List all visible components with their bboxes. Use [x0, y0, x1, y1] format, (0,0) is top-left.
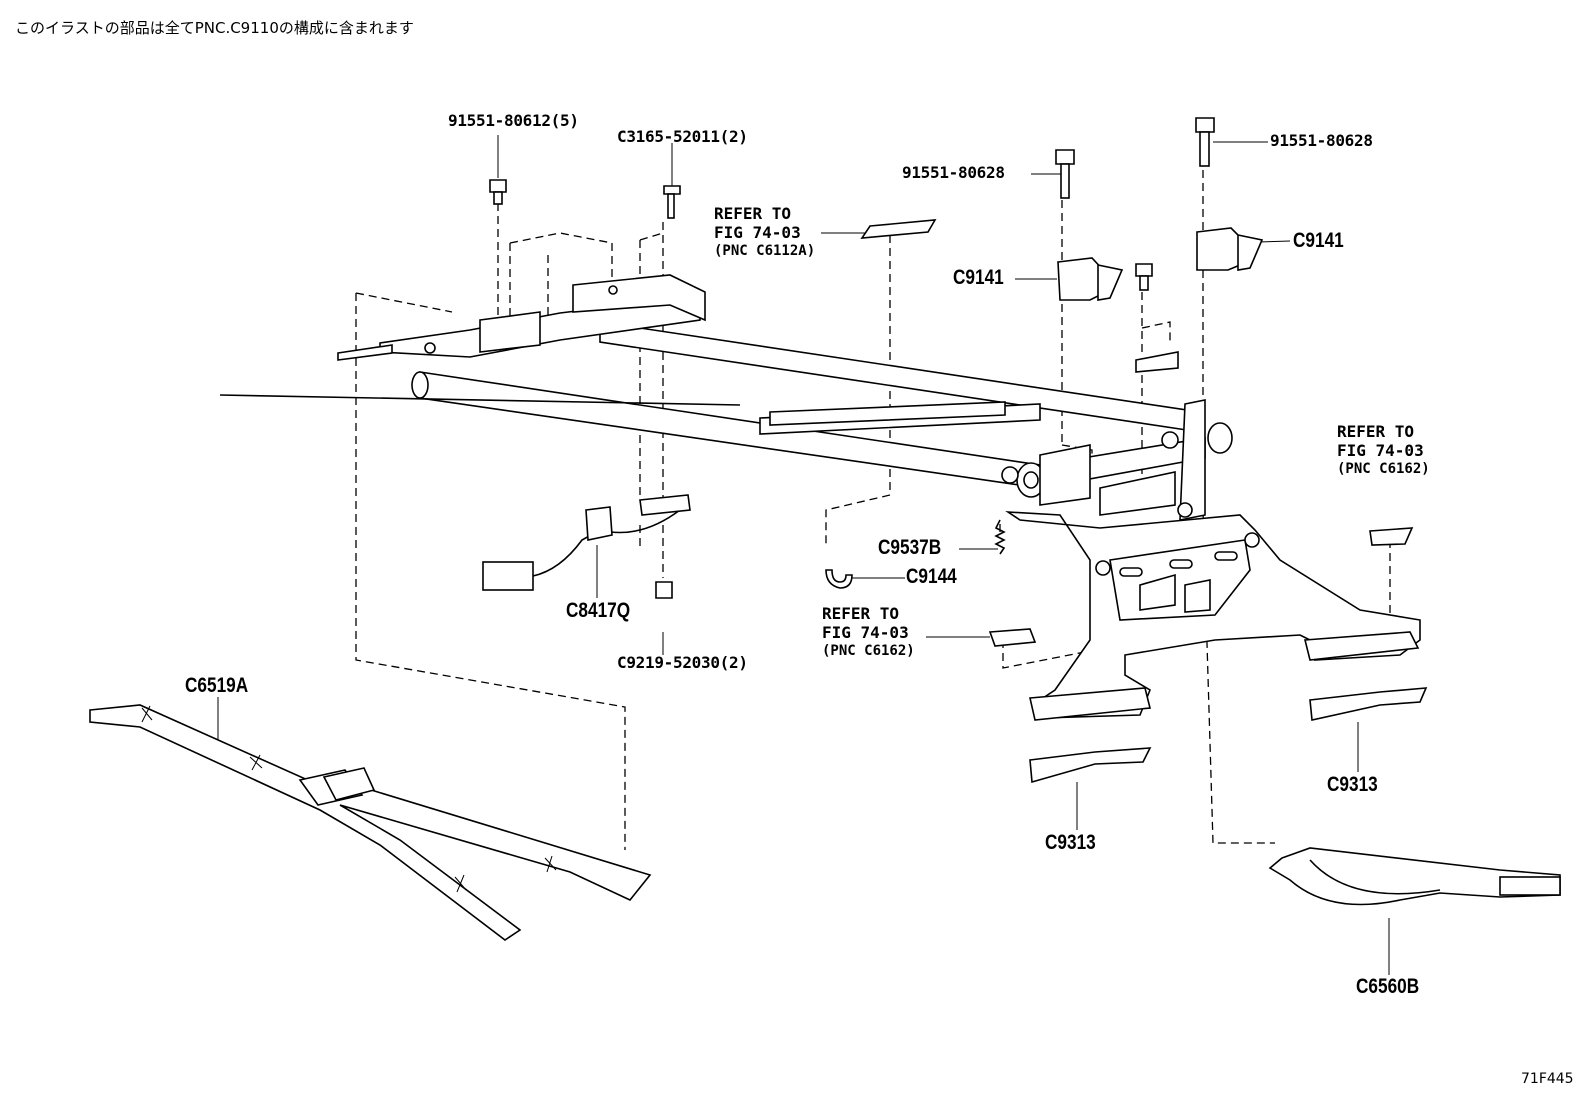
callout-c3165-52011[interactable]: C3165-52011(2): [617, 127, 748, 146]
refer-c6162-right-line3: (PNC C6162): [1337, 461, 1430, 477]
refer-c6162-right-line2: FIG 74-03: [1337, 441, 1424, 460]
callout-c9219-52030[interactable]: C9219-52030(2): [617, 653, 748, 672]
figure-id: 71F445: [1521, 1071, 1574, 1087]
lower-leg-assembly: [1005, 511, 1421, 721]
c6519a-strap: [89, 704, 652, 941]
refer-c6112a-line3: (PNC C6112A): [714, 243, 816, 259]
refer-c6112a-line2: FIG 74-03: [714, 223, 801, 242]
part-c9313-left[interactable]: C9313: [1045, 831, 1096, 854]
callout-91551-80612[interactable]: 91551-80612(5): [448, 111, 579, 130]
bolts-and-nuts: [337, 117, 1215, 599]
refer-c6112a-line1: REFER TO: [714, 204, 792, 223]
part-c9144[interactable]: C9144: [906, 565, 957, 588]
part-c6560b[interactable]: C6560B: [1356, 975, 1420, 998]
c6560b-strap: [1268, 847, 1561, 906]
part-c9537b[interactable]: C9537B: [878, 536, 942, 559]
c9313-pads: [1029, 687, 1428, 784]
seat-frame-assembly: [219, 274, 1233, 521]
part-c6519a[interactable]: C6519A: [185, 674, 249, 697]
refer-c6162-mid-line1: REFER TO: [822, 604, 900, 623]
part-c9141-left[interactable]: C9141: [953, 266, 1004, 289]
part-c9313-right[interactable]: C9313: [1327, 773, 1378, 796]
c9141-latches: [1057, 227, 1264, 301]
part-c8417q[interactable]: C8417Q: [566, 599, 631, 622]
part-c9141-right[interactable]: C9141: [1293, 229, 1344, 252]
callout-91551-80628-right[interactable]: 91551-80628: [1270, 131, 1373, 150]
dashed-guide-lines: [355, 170, 1391, 850]
refer-c6162-mid-line3: (PNC C6162): [822, 643, 915, 659]
small-parts: [825, 219, 1414, 647]
refer-c6162-right-line1: REFER TO: [1337, 422, 1415, 441]
pnc-scope-note: このイラストの部品は全てPNC.C9110の構成に含まれます: [15, 19, 414, 37]
leader-lines: [217, 135, 1390, 975]
callout-91551-80628-mid[interactable]: 91551-80628: [902, 163, 1005, 182]
refer-c6162-mid-line2: FIG 74-03: [822, 623, 909, 642]
c8417q-wire-harness: [482, 494, 691, 591]
